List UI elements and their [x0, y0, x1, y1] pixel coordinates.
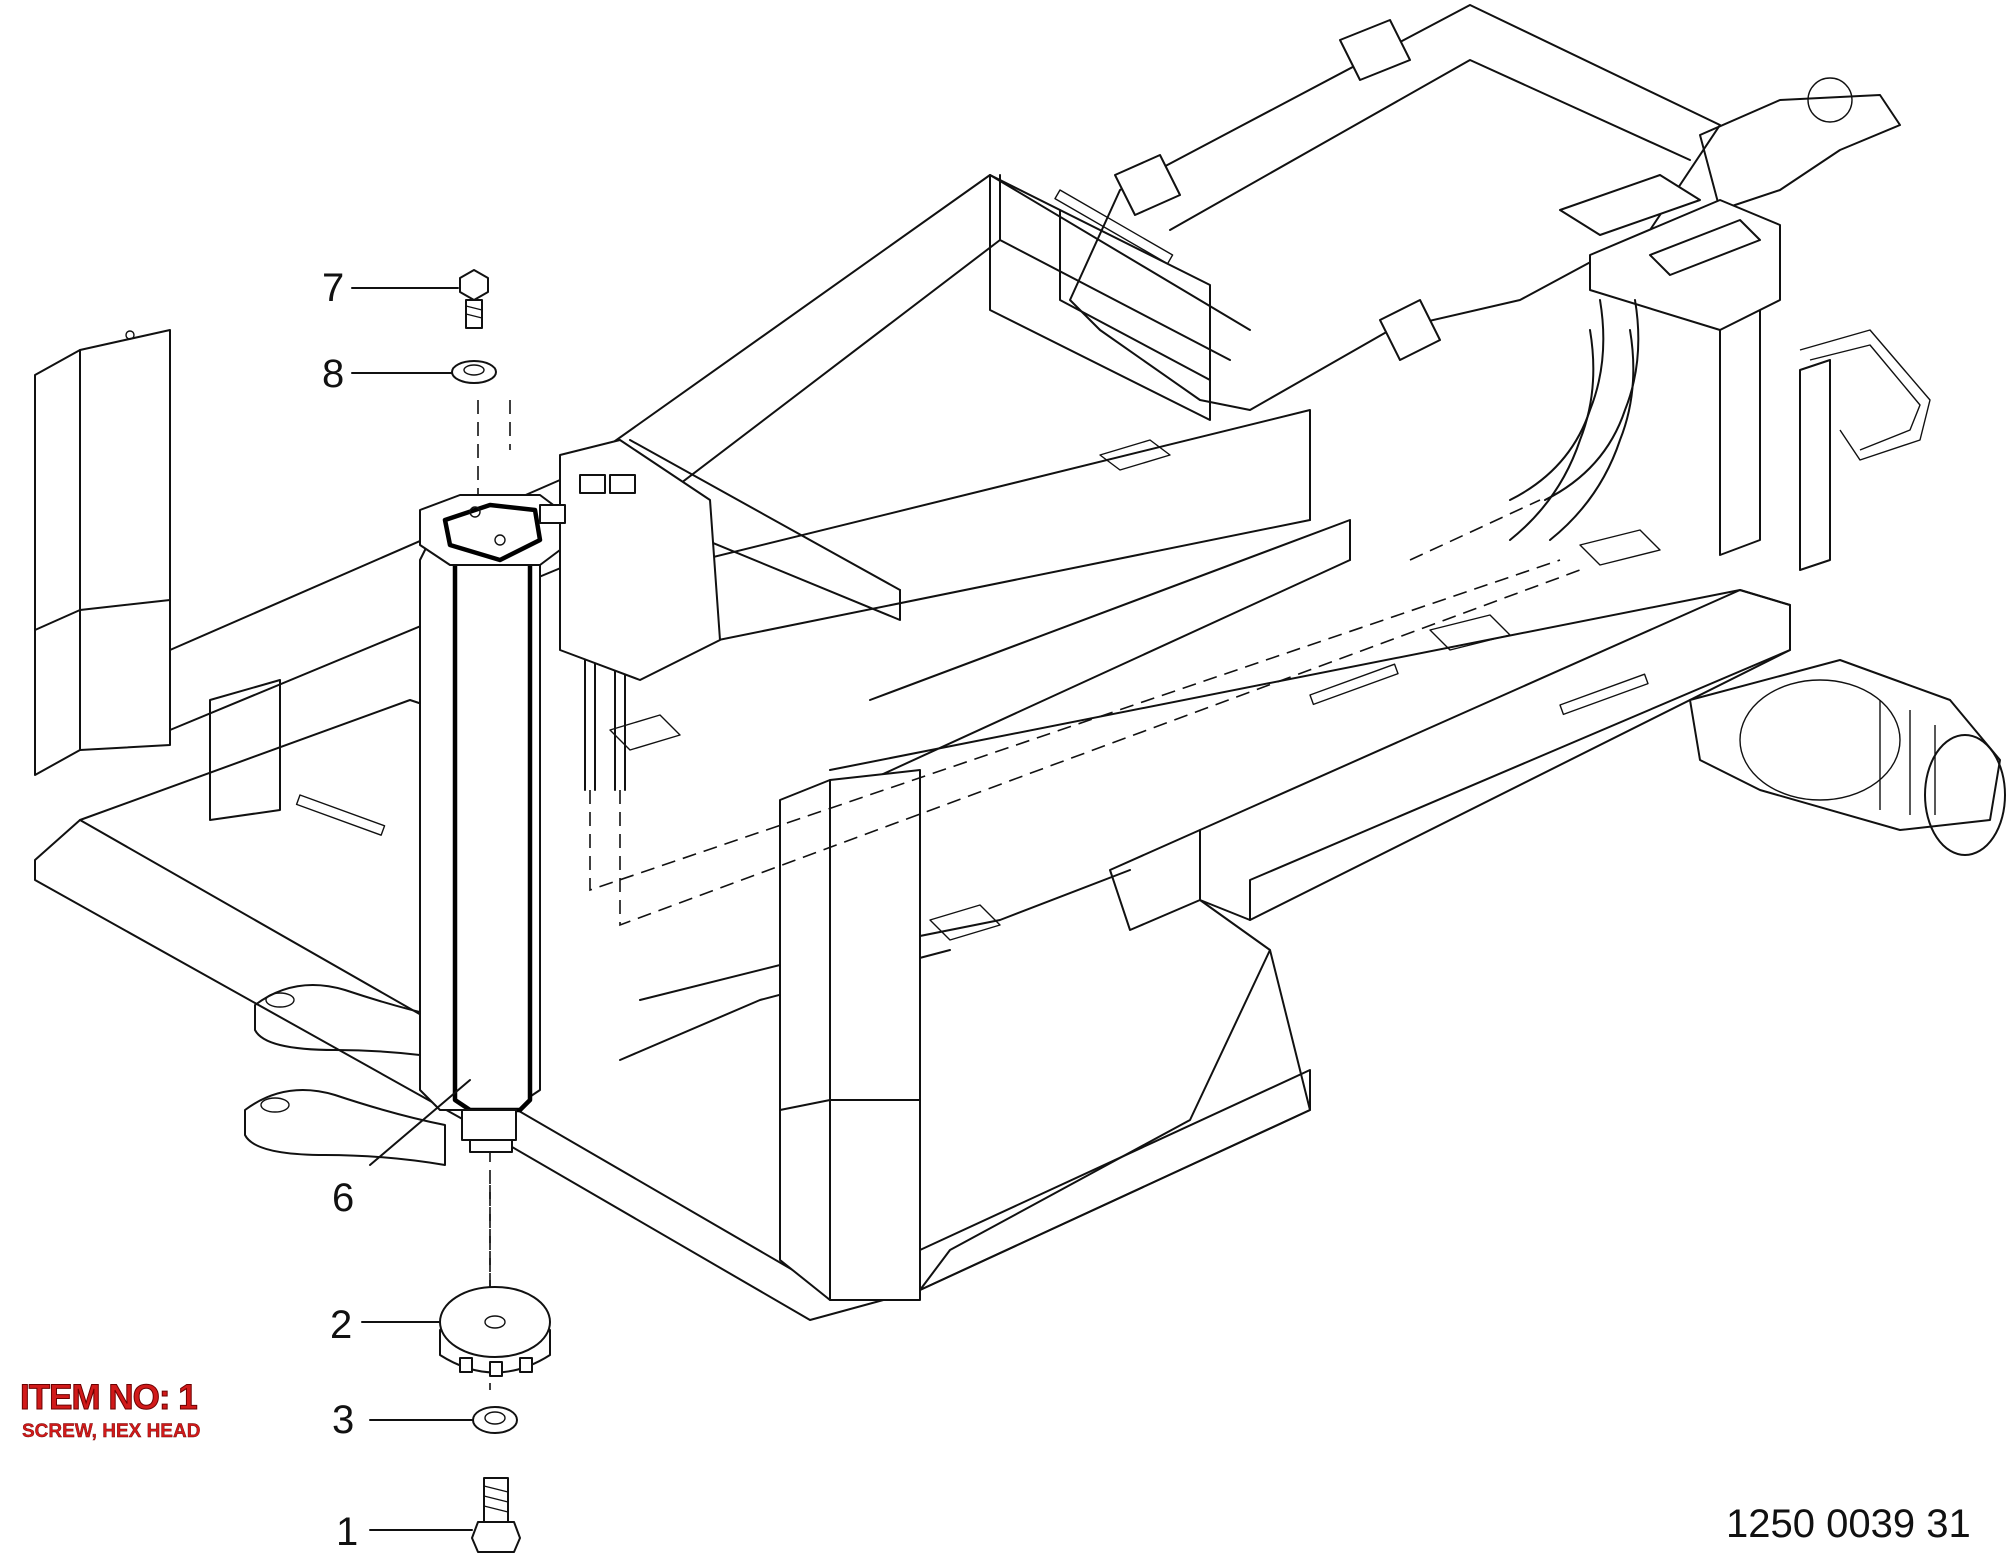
callout-7: 7 — [322, 266, 345, 310]
hex-screw-item-7 — [459, 269, 489, 329]
routing-dashed-lines — [477, 400, 1581, 1390]
chassis-frame — [34, 4, 2006, 1321]
washer-item-3 — [472, 1406, 518, 1434]
callout-6: 6 — [332, 1176, 355, 1220]
washer-item-8 — [451, 360, 497, 384]
callout-2: 2 — [330, 1303, 353, 1347]
callout-8: 8 — [322, 352, 345, 396]
callout-1: 1 — [336, 1510, 359, 1554]
hydraulic-cylinder-item-6 — [419, 474, 636, 1153]
callout-leaders — [351, 287, 473, 1531]
drawing-number: 1250 0039 31 — [1726, 1502, 1971, 1546]
hex-head-screw-item-1 — [471, 1477, 521, 1553]
callout-3: 3 — [332, 1398, 355, 1442]
foot-pad-item-2 — [439, 1286, 551, 1377]
item-number-label: ITEM NO: 1 — [20, 1378, 199, 1418]
item-description-label: SCREW, HEX HEAD — [22, 1421, 201, 1442]
